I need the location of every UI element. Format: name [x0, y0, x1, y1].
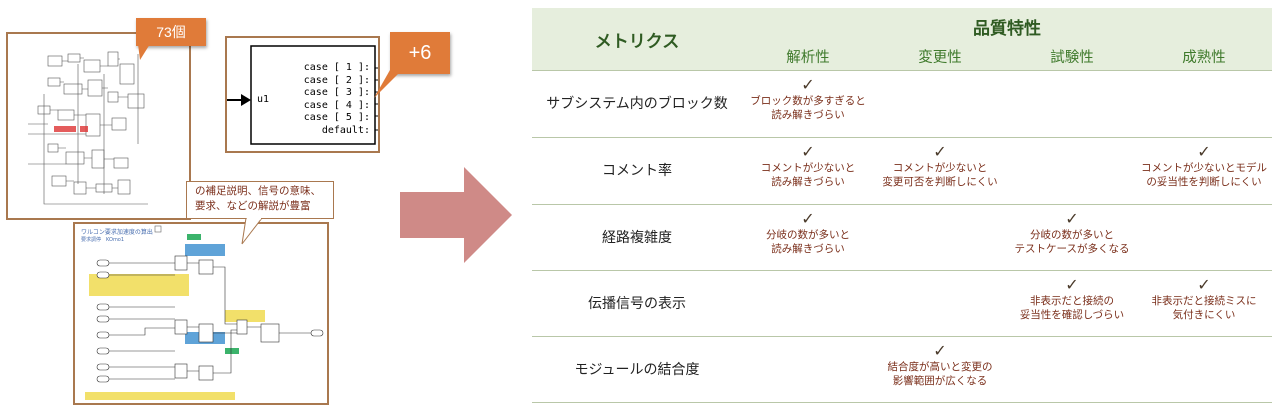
metric-name: 経路複雑度: [602, 230, 672, 246]
comment-note-pointer: [241, 218, 263, 245]
testability-header: 試験性: [1050, 50, 1094, 66]
metric-column-header: メトリクス: [594, 31, 680, 52]
metric-name: コメント率: [602, 163, 672, 179]
cell-note: コメントが少ないと: [760, 162, 856, 174]
table-cell: ✓分岐の数が多いと読み解きづらい: [742, 210, 874, 256]
check-icon: ✓: [1197, 142, 1211, 161]
row-divider: [532, 70, 1272, 71]
row-divider: [532, 402, 1272, 403]
changeability-header: 変更性: [918, 50, 962, 66]
table-header: [532, 8, 1272, 70]
cell-note: 影響範囲が広くなる: [892, 375, 988, 387]
cell-note: 妥当性を確認しづらい: [1019, 309, 1125, 321]
row-divider: [532, 137, 1272, 138]
case-count-label: +6: [408, 41, 432, 64]
metric-name: サブシステム内のブロック数: [546, 96, 728, 112]
table-cell: ✓結合度が高いと変更の影響範囲が広くなる: [874, 342, 1006, 388]
model-title: ワルコン要求加速度の算出: [81, 229, 153, 236]
cell-note: の妥当性を判断しにくい: [1146, 176, 1262, 188]
case-4-label: case [ 4 ]:: [303, 99, 370, 111]
comment-note-line-2: 要求、などの解説が豊富: [195, 200, 311, 212]
metrics-quality-table: メトリクス 品質特性 解析性 変更性 試験性 成熟性 サブシステム内のブロック数…: [532, 8, 1272, 404]
check-icon: ✓: [801, 75, 815, 94]
commented-model-panel: ワルコン要求加速度の算出 要求調停 KOmo1: [73, 222, 329, 405]
cell-note: 気付きにくい: [1172, 309, 1236, 321]
check-icon: ✓: [1065, 209, 1079, 228]
cell-note: コメントが少ないと: [892, 162, 988, 174]
cell-note: テストケースが多くなる: [1014, 243, 1130, 255]
case-2-label: case [ 2 ]:: [303, 74, 370, 86]
model-overview-thumbnail: [28, 51, 148, 205]
comment-note-line-1: の補足説明、信号の意味、: [195, 185, 321, 197]
metric-name: モジュールの結合度: [574, 362, 700, 378]
cell-note: ブロック数が多すぎると: [750, 95, 866, 107]
metric-name: 伝播信号の表示: [588, 296, 686, 312]
cell-note: 非表示だと接続ミスに: [1151, 295, 1257, 307]
check-icon: ✓: [801, 142, 815, 161]
row-divider: [532, 204, 1272, 205]
comment-note: の補足説明、信号の意味、 要求、などの解説が豊富: [186, 181, 334, 219]
table-cell: ✓非表示だと接続の妥当性を確認しづらい: [1006, 276, 1138, 322]
model-overview-panel: [6, 32, 191, 220]
maturity-header: 成熟性: [1182, 50, 1226, 66]
analyzability-header: 解析性: [786, 50, 830, 66]
cell-note: 結合度が高いと変更の: [887, 361, 993, 373]
switch-case-list: case [ 1 ]: case [ 2 ]: case [ 3 ]: case…: [304, 62, 370, 137]
cell-note: 変更可否を判断しにくい: [882, 176, 998, 188]
row-divider: [532, 270, 1272, 271]
check-icon: ✓: [1065, 275, 1079, 294]
cell-note: 読み解きづらい: [771, 176, 845, 188]
check-icon: ✓: [933, 341, 947, 360]
cell-note: 読み解きづらい: [771, 243, 845, 255]
table-cell: ✓分岐の数が多いとテストケースが多くなる: [1006, 210, 1138, 256]
switch-case-block: [250, 45, 376, 145]
case-count-callout: +6: [390, 32, 450, 74]
block-count-label: 73個: [156, 24, 186, 40]
cell-note: 分岐の数が多いと: [1030, 229, 1114, 241]
model-subtitle: 要求調停 KOmo1: [81, 237, 125, 243]
switch-case-panel: u1 case [ 1 ]: case [ 2 ]: case [ 3 ]: c…: [225, 36, 380, 153]
switch-input-label: u1: [257, 94, 270, 105]
row-divider: [532, 336, 1272, 337]
block-count-callout-pointer: [138, 44, 150, 60]
transition-arrow: [400, 167, 512, 263]
block-count-callout: 73個: [136, 18, 206, 46]
case-1-label: case [ 1 ]:: [303, 62, 370, 73]
cell-note: コメントが少ないとモデル: [1141, 162, 1267, 174]
table-cell: ✓コメントが少ないと変更可否を判断しにくい: [874, 143, 1006, 189]
table-cell: ✓非表示だと接続ミスに気付きにくい: [1138, 276, 1270, 322]
quality-characteristics-header: 品質特性: [973, 19, 1041, 39]
table-cell: ✓ブロック数が多すぎると読み解きづらい: [742, 76, 874, 122]
cell-note: 非表示だと接続の: [1030, 295, 1114, 307]
input-arrow-icon: [241, 94, 251, 106]
commented-model-thumbnail: [85, 225, 324, 400]
case-5-label: case [ 5 ]:: [303, 112, 370, 123]
check-icon: ✓: [801, 209, 815, 228]
check-icon: ✓: [933, 142, 947, 161]
case-3-label: case [ 3 ]:: [303, 87, 370, 98]
default-case-label: default:: [321, 124, 370, 136]
check-icon: ✓: [1197, 275, 1211, 294]
table-cell: ✓コメントが少ないと読み解きづらい: [742, 143, 874, 189]
cell-note: 読み解きづらい: [771, 109, 845, 121]
table-cell: ✓コメントが少ないとモデルの妥当性を判断しにくい: [1138, 143, 1270, 189]
case-count-callout-pointer: [374, 70, 402, 98]
cell-note: 分岐の数が多いと: [766, 229, 850, 241]
